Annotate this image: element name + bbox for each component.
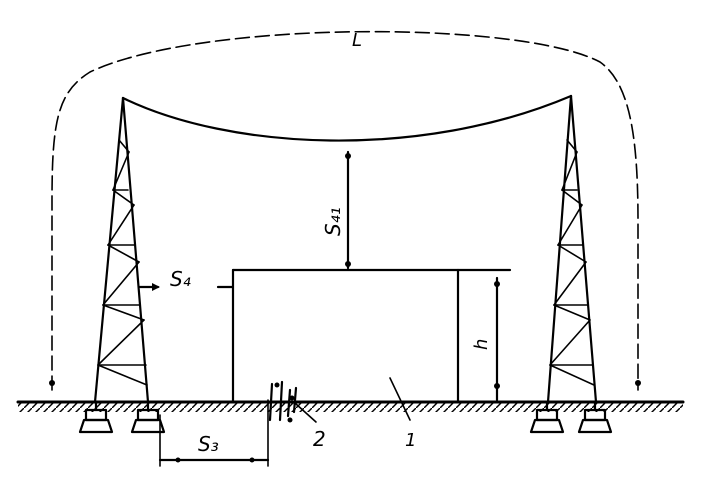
height-label: h bbox=[471, 339, 492, 350]
vertical-clearance-dimension bbox=[345, 150, 351, 270]
right-tower bbox=[529, 94, 613, 434]
left-tower bbox=[78, 96, 166, 434]
overhead-conductor bbox=[121, 94, 573, 142]
span-dimension-arc bbox=[51, 30, 639, 391]
item-1-label: 1 bbox=[405, 430, 416, 451]
item-1-leader bbox=[389, 377, 411, 421]
item-2-posts bbox=[268, 380, 317, 423]
ground-distance-label: S₃ bbox=[198, 432, 219, 456]
equipment-block bbox=[231, 268, 512, 404]
ground bbox=[16, 400, 685, 412]
height-dimension bbox=[494, 276, 500, 402]
item-2-label: 2 bbox=[313, 427, 326, 451]
ground-distance-dimension bbox=[158, 399, 270, 467]
side-clearance-label: S₄ bbox=[170, 267, 191, 291]
span-label: L bbox=[352, 30, 362, 51]
side-clearance-dimension bbox=[138, 283, 234, 291]
vertical-clearance-label: S₄₁ bbox=[321, 207, 345, 236]
